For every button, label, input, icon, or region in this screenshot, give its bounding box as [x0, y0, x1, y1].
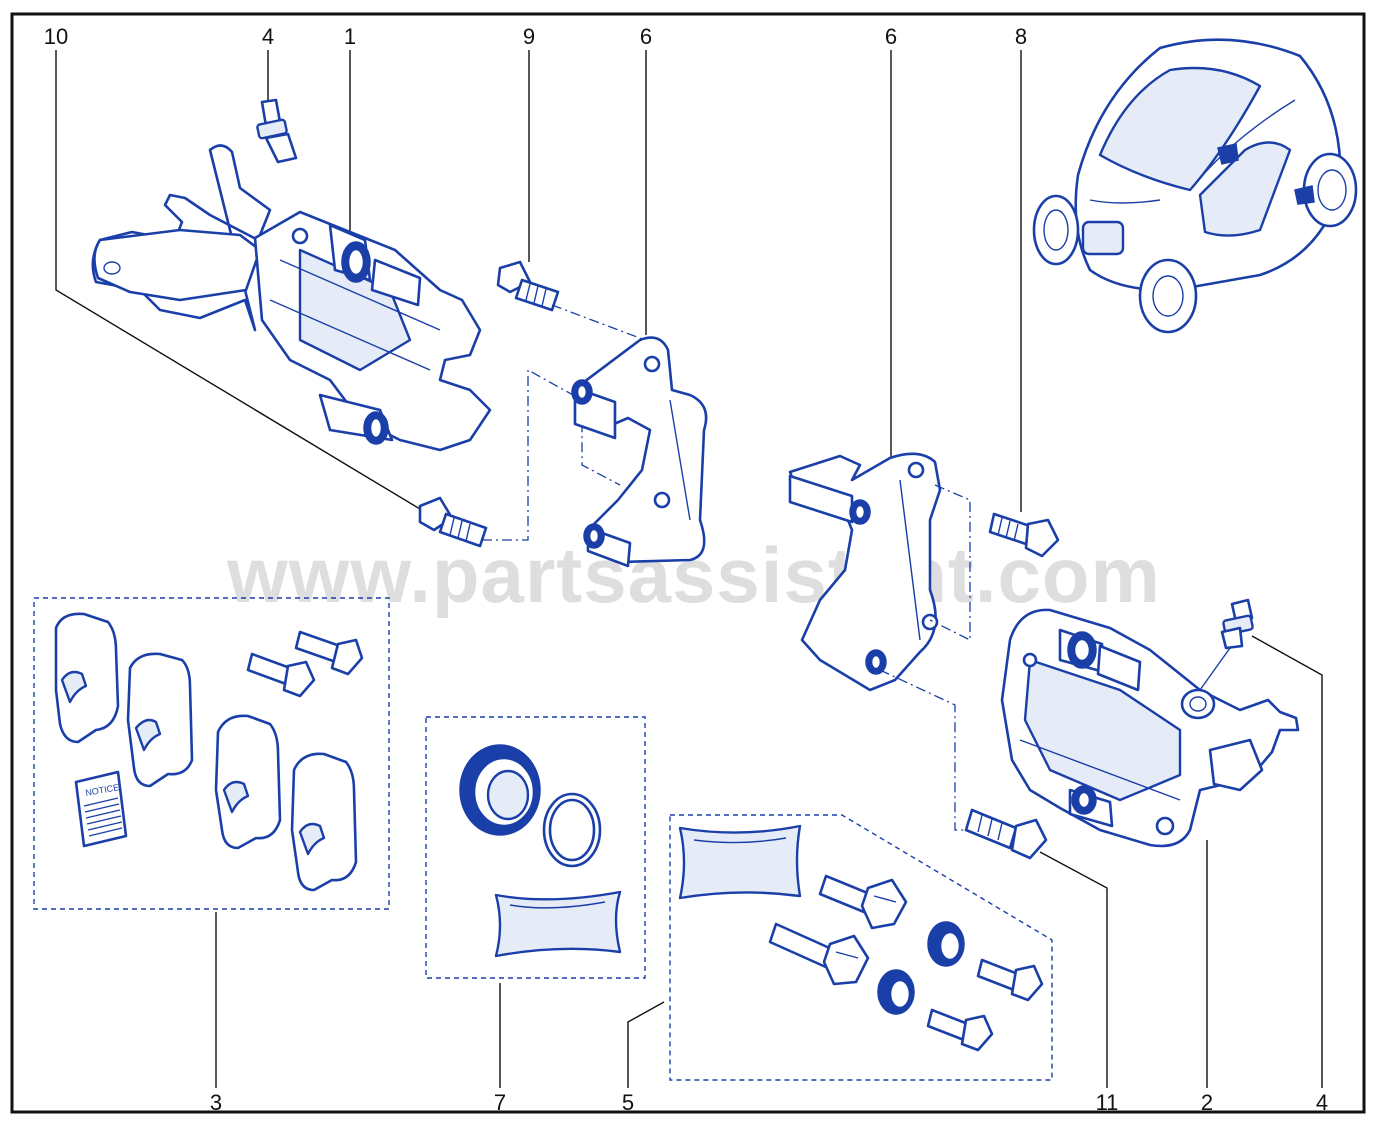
bolt-10: [418, 496, 488, 548]
callout-4-bottom[interactable]: 4: [1316, 1090, 1328, 1115]
bleed-screw-top: [256, 98, 298, 164]
leader-11: [1039, 851, 1108, 1088]
guide-pin-1: [818, 874, 908, 930]
right-brake-caliper: [1000, 608, 1300, 848]
bolt-8: [988, 512, 1060, 558]
guide-pin-kit: [678, 824, 1044, 1052]
vehicle-illustration: [1032, 38, 1358, 334]
bolt-9: [496, 260, 560, 312]
bolt-11: [964, 808, 1048, 860]
callout-9-top[interactable]: 9: [523, 24, 535, 49]
grease-sachet-7: [494, 890, 622, 958]
left-brake-caliper: [91, 144, 492, 452]
callout-3-bottom[interactable]: 3: [210, 1090, 222, 1115]
assembly-line-left-upper: [551, 304, 646, 341]
assembly-line-left-lower: [482, 368, 621, 541]
notice-booklet: NOTICE: [74, 770, 128, 848]
grease-sachet-5: [678, 824, 802, 900]
brake-pad-1: [54, 612, 120, 744]
callout-10-top[interactable]: 10: [44, 24, 68, 49]
leader-lines: [55, 50, 1323, 1088]
right-caliper-carrier: [788, 452, 942, 692]
brake-pad-2: [126, 652, 194, 788]
guide-pin-2: [768, 922, 870, 986]
assembly-line-right-upper: [929, 484, 971, 642]
callout-6-left[interactable]: 6: [640, 24, 652, 49]
leader-10: [55, 50, 426, 513]
pad-bolt-1: [246, 652, 316, 698]
brake-pad-4: [290, 752, 358, 892]
seal-kit: [459, 744, 622, 958]
kit-bolt-1: [976, 958, 1044, 1002]
left-caliper-carrier: [571, 336, 708, 568]
callout-4-top[interactable]: 4: [262, 24, 274, 49]
bleed-screw-bottom: [1199, 598, 1254, 691]
brake-pad-kit: NOTICE: [54, 612, 364, 892]
kit-bolt-2: [926, 1008, 994, 1052]
leader-5: [627, 1001, 665, 1088]
pad-bolt-2: [294, 630, 364, 676]
kit-5-box: [669, 814, 1053, 1081]
callout-8-top[interactable]: 8: [1015, 24, 1027, 49]
callout-11-bottom[interactable]: 11: [1096, 1090, 1119, 1115]
callout-6-right[interactable]: 6: [885, 24, 897, 49]
callout-7-bottom[interactable]: 7: [494, 1090, 506, 1115]
brake-pad-3: [214, 714, 282, 850]
assembly-line-right-lower: [879, 669, 980, 831]
leader-4-bottom: [1251, 635, 1323, 1088]
diagram-frame: [10, 12, 1366, 1114]
callout-5-bottom[interactable]: 5: [622, 1090, 634, 1115]
callout-1-top[interactable]: 1: [344, 24, 356, 49]
kit-7-box: [425, 716, 646, 979]
callout-2-bottom[interactable]: 2: [1201, 1090, 1213, 1115]
